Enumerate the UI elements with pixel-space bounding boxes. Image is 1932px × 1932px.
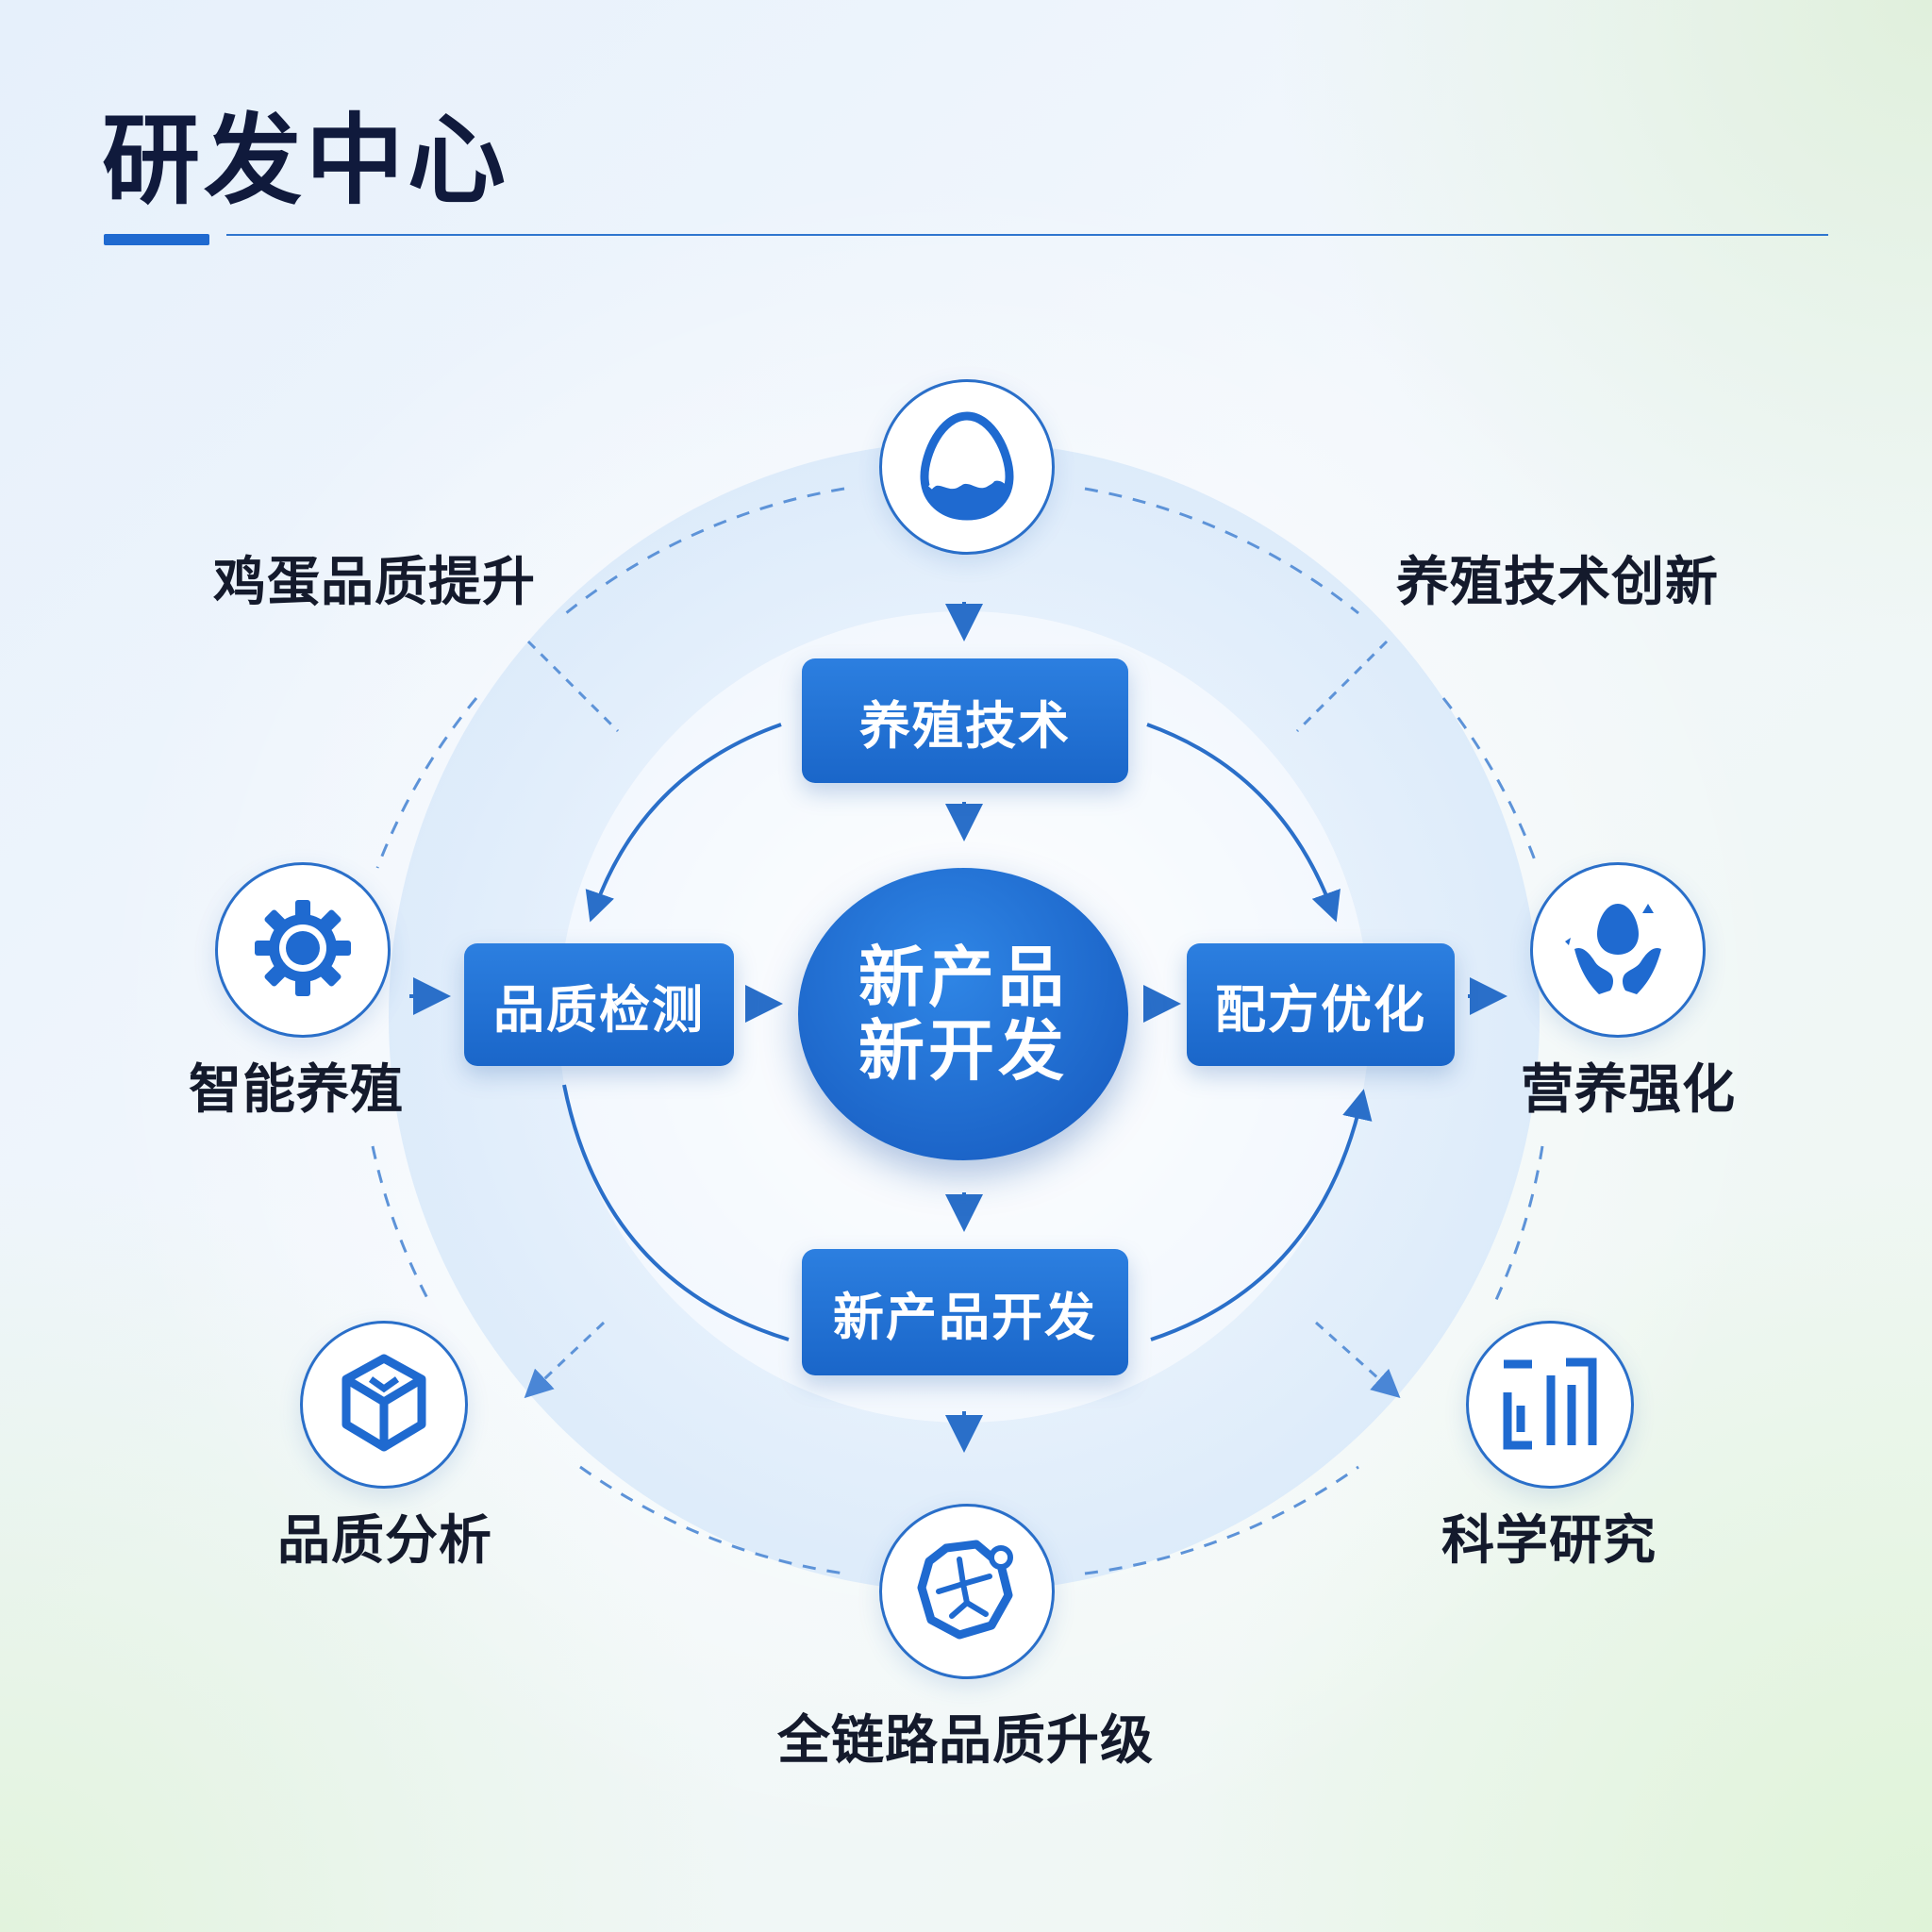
page-title: 研发中心 <box>102 103 510 218</box>
arc-top-to-right <box>1146 723 1341 923</box>
box-formula-optimization: 配方优化 <box>1187 943 1455 1066</box>
label-breeding-tech-innovation: 养殖技术创新 <box>1396 552 1719 613</box>
box-icon <box>337 1351 431 1458</box>
arc-left-to-bottom <box>562 1084 790 1341</box>
label-quality-analysis: 品质分析 <box>277 1510 492 1572</box>
label-nutrition-enhancement: 营养强化 <box>1521 1059 1736 1121</box>
dashed-arc-right-lower <box>1493 1145 1544 1303</box>
dashed-arc-top-right <box>1084 487 1359 615</box>
dashed-arc-left-lower <box>371 1145 431 1303</box>
egg-icon <box>915 408 1019 525</box>
center-line-1: 新产品 <box>858 938 1068 1016</box>
dashed-arc-right-upper <box>1441 697 1540 869</box>
center-hub: 新产品 新开发 <box>798 868 1128 1160</box>
label-smart-breeding: 智能养殖 <box>189 1059 404 1121</box>
research-icon-circle <box>1466 1321 1634 1489</box>
network-icon <box>910 1533 1024 1650</box>
outer-dashed-ring <box>371 487 1544 1575</box>
box-quality-testing: 品质检测 <box>464 943 734 1066</box>
dashed-arc-top-left <box>565 487 845 615</box>
egg-icon-circle <box>879 379 1055 555</box>
title-accent-bar <box>104 234 209 245</box>
label-scientific-research: 科学研究 <box>1441 1510 1657 1572</box>
box-new-product-development: 新产品开发 <box>802 1249 1128 1375</box>
box-breeding-technology: 养殖技术 <box>802 658 1128 783</box>
box-icon-circle <box>300 1321 468 1489</box>
title-divider <box>226 234 1828 236</box>
label-egg-quality-improvement: 鸡蛋品质提升 <box>213 552 536 613</box>
hands-egg-icon-circle <box>1530 862 1706 1038</box>
dashed-arrow-bottom-right <box>1315 1321 1401 1398</box>
hands-egg-icon <box>1561 896 1674 1004</box>
dashed-connector-top-right <box>1295 640 1389 733</box>
research-icon <box>1498 1351 1602 1458</box>
gear-icon <box>251 896 355 1004</box>
dashed-arc-bottom-left <box>579 1465 845 1575</box>
dashed-arc-left-upper <box>375 697 478 869</box>
arc-bottom-to-right <box>1150 1089 1373 1341</box>
center-line-2: 新开发 <box>858 1012 1068 1090</box>
dashed-connector-top-left <box>526 640 620 733</box>
dashed-arc-bottom-right <box>1084 1465 1359 1575</box>
network-icon-circle <box>879 1504 1055 1679</box>
label-full-chain-quality-upgrade: 全链路品质升级 <box>777 1710 1154 1772</box>
gear-icon-circle <box>215 862 391 1038</box>
arc-top-to-left <box>585 723 782 923</box>
